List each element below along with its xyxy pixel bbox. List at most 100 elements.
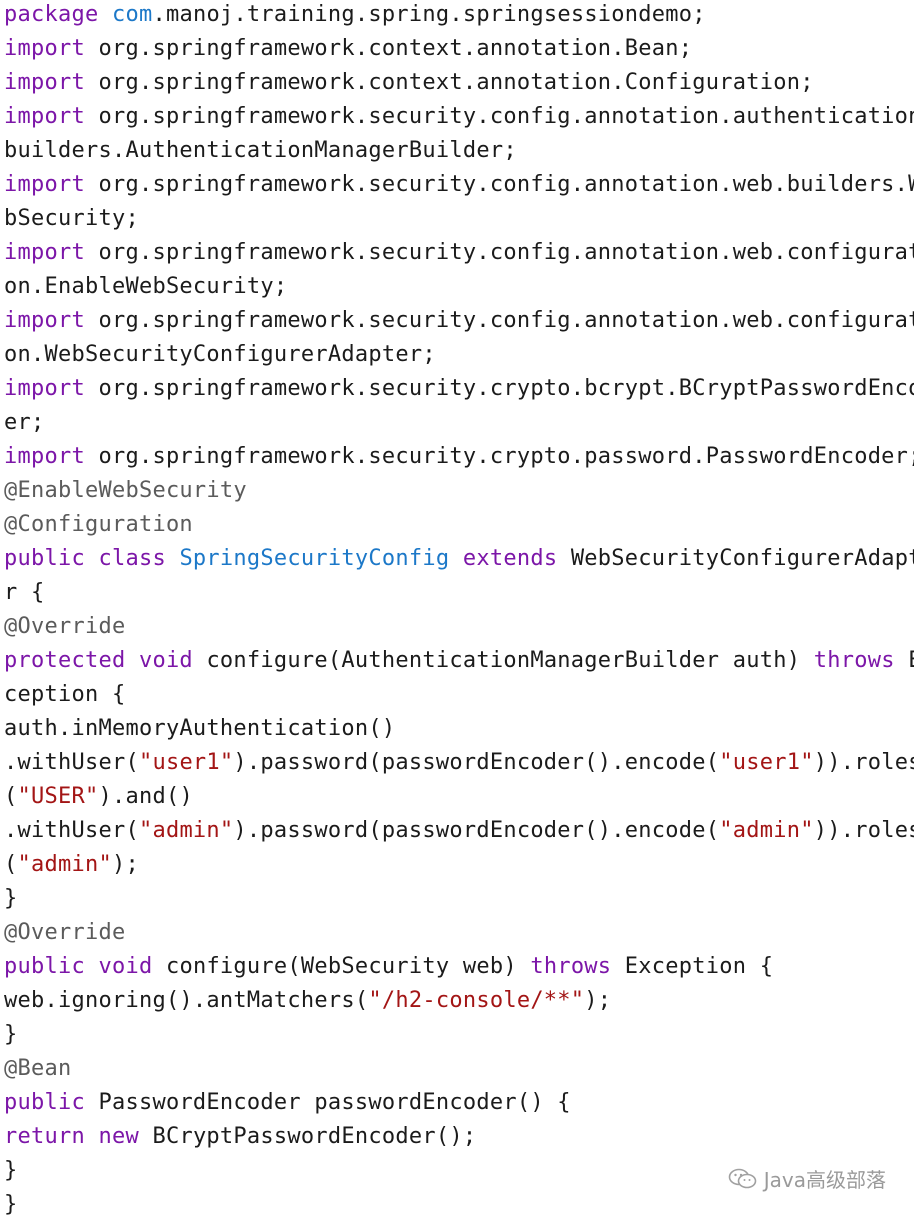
code-token: ).and() [98,784,193,809]
code-token: import [4,70,99,95]
code-token: import [4,376,99,401]
code-token: "user1" [719,750,814,775]
code-token: org.springframework.security.config.anno… [98,240,914,265]
code-token: } [4,886,18,911]
code-token: org.springframework.security.config.anno… [98,172,914,197]
code-line: import org.springframework.security.conf… [4,238,914,272]
code-token: ).password(passwordEncoder().encode( [233,818,720,843]
code-token: WebSecurityConfigurerAdapte [570,546,914,571]
code-token: org.springframework.context.annotation.B… [98,36,693,61]
code-token: ( [4,784,18,809]
code-line: public void configure(WebSecurity web) t… [4,952,914,986]
code-line: import org.springframework.security.conf… [4,102,914,136]
code-token: import [4,172,99,197]
code-token: import [4,240,99,265]
code-token: ( [4,852,18,877]
code-token: return new [4,1124,153,1149]
code-token: com [111,2,153,27]
code-token: SpringSecurityConfig [179,546,463,571]
code-token: throws [813,648,909,673]
code-token: Ex [908,648,914,673]
code-token: protected void [4,648,207,673]
code-block: package com.manoj.training.spring.spring… [4,0,914,1224]
code-token: .withUser( [4,750,139,775]
wechat-icon [728,1167,758,1191]
code-token: "admin" [138,818,234,843]
code-line: web.ignoring().antMatchers("/h2-console/… [4,986,914,1020]
code-line: import org.springframework.security.cryp… [4,442,914,476]
code-token: extends [462,546,571,571]
code-token: "/h2-console/**" [368,988,585,1013]
code-token: "admin" [17,852,112,877]
code-line: @EnableWebSecurity [4,476,914,510]
code-line: @Override [4,918,914,952]
code-line: protected void configure(AuthenticationM… [4,646,914,680]
code-line: on.EnableWebSecurity; [4,272,914,306]
code-token: configure(WebSecurity web) [165,954,531,979]
code-line: import org.springframework.context.annot… [4,68,914,102]
code-token: ); [584,988,612,1013]
code-token: throws [530,954,625,979]
code-token: builders.AuthenticationManagerBuilder; [4,138,517,163]
code-token: import [4,36,99,61]
code-line: return new BCryptPasswordEncoder(); [4,1122,914,1156]
code-token: )).roles [813,818,914,843]
code-token: org.springframework.context.annotation.C… [98,70,814,95]
code-token: ); [111,852,139,877]
code-line: er; [4,408,914,442]
code-line: } [4,1020,914,1054]
code-line: .withUser("user1").password(passwordEnco… [4,748,914,782]
code-token: public [4,1090,99,1115]
code-token: configure(AuthenticationManagerBuilder a… [206,648,814,673]
code-line: @Override [4,612,914,646]
code-token: public class [4,546,180,571]
code-line: auth.inMemoryAuthentication() [4,714,914,748]
code-token: .withUser( [4,818,139,843]
code-token: org.springframework.security.crypto.bcry… [98,376,914,401]
code-token: "user1" [138,750,234,775]
code-token: } [4,1158,18,1183]
code-line: ("USER").and() [4,782,914,816]
code-token: org.springframework.security.crypto.pass… [98,444,914,469]
code-token: org.springframework.security.config.anno… [98,308,914,333]
code-token: @EnableWebSecurity [4,478,247,503]
code-token: er; [4,410,45,435]
code-token: )).roles [813,750,914,775]
code-token: import [4,104,99,129]
code-line: on.WebSecurityConfigurerAdapter; [4,340,914,374]
code-token: Exception { [624,954,774,979]
code-token: @Override [4,614,126,639]
code-line: import org.springframework.security.conf… [4,306,914,340]
code-token: import [4,308,99,333]
code-token: ).password(passwordEncoder().encode( [233,750,720,775]
code-token: package [4,2,112,27]
code-token: on.EnableWebSecurity; [4,274,288,299]
code-token: @Bean [4,1056,72,1081]
watermark: Java高级部落 [728,1164,886,1193]
code-token: } [4,1192,18,1217]
code-token: @Override [4,920,126,945]
code-token: on.WebSecurityConfigurerAdapter; [4,342,436,367]
code-line: builders.AuthenticationManagerBuilder; [4,136,914,170]
code-line: @Configuration [4,510,914,544]
code-token: BCryptPasswordEncoder(); [152,1124,477,1149]
code-line: r { [4,578,914,612]
code-token: public void [4,954,166,979]
code-token: r { [4,580,45,605]
code-token: org.springframework.security.config.anno… [98,104,914,129]
code-token: .manoj.training.spring.springsessiondemo… [152,2,706,27]
code-line: bSecurity; [4,204,914,238]
code-token: bSecurity; [4,206,139,231]
code-token: "USER" [17,784,99,809]
code-token: import [4,444,99,469]
code-line: } [4,1156,914,1190]
code-line: import org.springframework.context.annot… [4,34,914,68]
code-line: .withUser("admin").password(passwordEnco… [4,816,914,850]
code-line: ception { [4,680,914,714]
code-line: package com.manoj.training.spring.spring… [4,0,914,34]
code-token: PasswordEncoder passwordEncoder() { [98,1090,571,1115]
code-line: } [4,1190,914,1224]
code-token: web.ignoring().antMatchers( [4,988,369,1013]
code-line: ("admin"); [4,850,914,884]
code-line: import org.springframework.security.cryp… [4,374,914,408]
